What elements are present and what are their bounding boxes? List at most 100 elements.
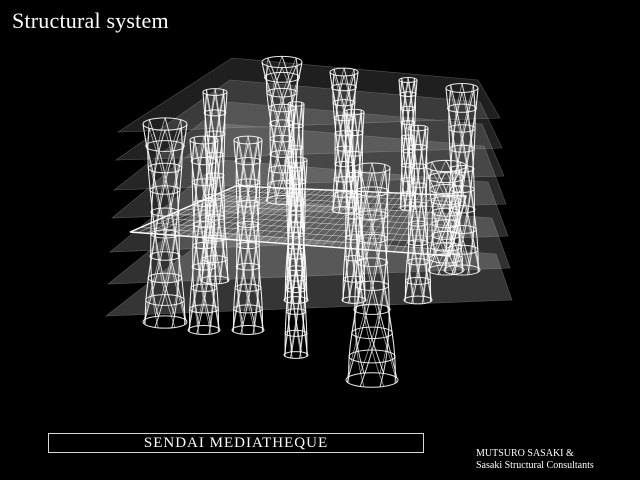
tube-helix — [150, 117, 166, 328]
tube-helix — [345, 109, 355, 304]
lattice-tube — [231, 135, 265, 335]
tube-helix — [295, 156, 306, 359]
tube-ring — [235, 262, 261, 271]
tube-helix — [189, 137, 215, 333]
tube-helix — [267, 57, 297, 203]
lattice-tube — [341, 108, 367, 304]
tube-helix — [342, 109, 362, 302]
tube-ring — [284, 329, 308, 337]
tube-helix — [286, 156, 297, 359]
tube-helix — [332, 69, 355, 212]
tube-helix — [353, 109, 363, 304]
tube-ring — [345, 372, 399, 388]
lattice-tube — [142, 117, 188, 329]
tube-ring — [427, 264, 465, 276]
tube-ring — [234, 157, 262, 166]
tube-helix — [192, 136, 205, 335]
tube-helix — [371, 162, 390, 388]
tube-helix — [290, 157, 306, 359]
tube-helix — [401, 78, 416, 210]
tube-ring — [355, 257, 389, 268]
tube-ring — [403, 295, 433, 305]
tube-helix — [417, 125, 429, 304]
tube-ring — [192, 220, 216, 229]
tube-helix — [236, 136, 249, 335]
caption-box: SENDAI MEDIATHEQUE — [48, 433, 424, 453]
tube-ring — [354, 186, 390, 197]
tube-helix — [353, 167, 398, 378]
tube-ring — [283, 351, 309, 359]
tube-helix — [429, 161, 461, 273]
tube-helix — [193, 137, 219, 333]
tube-helix — [404, 125, 426, 302]
grid-line — [140, 227, 452, 251]
tube-helix — [453, 84, 476, 275]
credit-line-2: Sasaki Structural Consultants — [476, 460, 594, 471]
tube-helix — [206, 89, 229, 282]
tube-helix — [214, 88, 225, 284]
tube-ring — [190, 157, 218, 166]
tube-helix — [154, 119, 183, 328]
tube-ring — [448, 205, 476, 214]
tube-helix — [274, 57, 299, 205]
tube-ring — [446, 103, 478, 113]
tube-helix — [407, 125, 419, 304]
tube-helix — [334, 67, 345, 214]
tube-helix — [144, 119, 181, 325]
lattice-tube — [187, 135, 221, 335]
tube-helix — [203, 136, 216, 335]
tube-helix — [358, 164, 396, 384]
tube-ring — [191, 262, 217, 271]
tube-helix — [461, 83, 475, 275]
tube-helix — [401, 77, 409, 211]
tube-helix — [437, 161, 463, 275]
tube-ring — [231, 325, 265, 335]
lattice-tube — [345, 162, 399, 388]
tube-helix — [284, 102, 303, 302]
tube-helix — [148, 119, 186, 325]
tube-ring — [263, 71, 301, 83]
lattice-tube — [425, 159, 467, 276]
tube-helix — [142, 123, 187, 321]
caption-text: SENDAI MEDIATHEQUE — [143, 434, 329, 451]
tube-helix — [450, 84, 479, 273]
tube-ring — [285, 308, 307, 315]
tube-ring — [236, 220, 260, 229]
tube-helix — [411, 125, 428, 304]
tube-helix — [261, 61, 298, 199]
page-title: Structural system — [12, 8, 169, 33]
tube-helix — [333, 69, 356, 212]
lattice-tube — [403, 124, 433, 305]
tube-ring — [283, 296, 309, 304]
tube-helix — [354, 162, 373, 387]
tube-ring — [187, 325, 221, 335]
tube-helix — [348, 164, 386, 384]
tube-ring — [341, 296, 367, 304]
tube-helix — [240, 137, 261, 335]
lattice-tube — [283, 156, 309, 359]
tube-helix — [196, 137, 217, 335]
tube-helix — [425, 165, 464, 269]
tube-helix — [445, 160, 461, 275]
credit-line-1: MUTSURO SASAKI & — [476, 448, 574, 459]
tube-helix — [237, 137, 263, 333]
tube-ring — [269, 150, 295, 158]
tube-ring — [145, 140, 185, 152]
tube-ring — [353, 303, 391, 315]
grid-line — [193, 204, 460, 221]
tube-ring — [149, 251, 181, 261]
grid-line — [225, 190, 465, 203]
credits: MUTSURO SASAKI & Sasaki Structural Consu… — [476, 448, 594, 472]
tube-helix — [233, 137, 259, 333]
tube-helix — [359, 164, 389, 387]
tube-ring — [150, 207, 180, 217]
tube-helix — [431, 160, 447, 275]
tube-ring — [142, 315, 188, 329]
tube-ring — [431, 230, 461, 240]
tube-helix — [287, 157, 308, 357]
tube-helix — [431, 161, 463, 273]
tube-helix — [247, 136, 260, 335]
tube-helix — [289, 102, 308, 302]
tube-ring — [431, 207, 461, 217]
